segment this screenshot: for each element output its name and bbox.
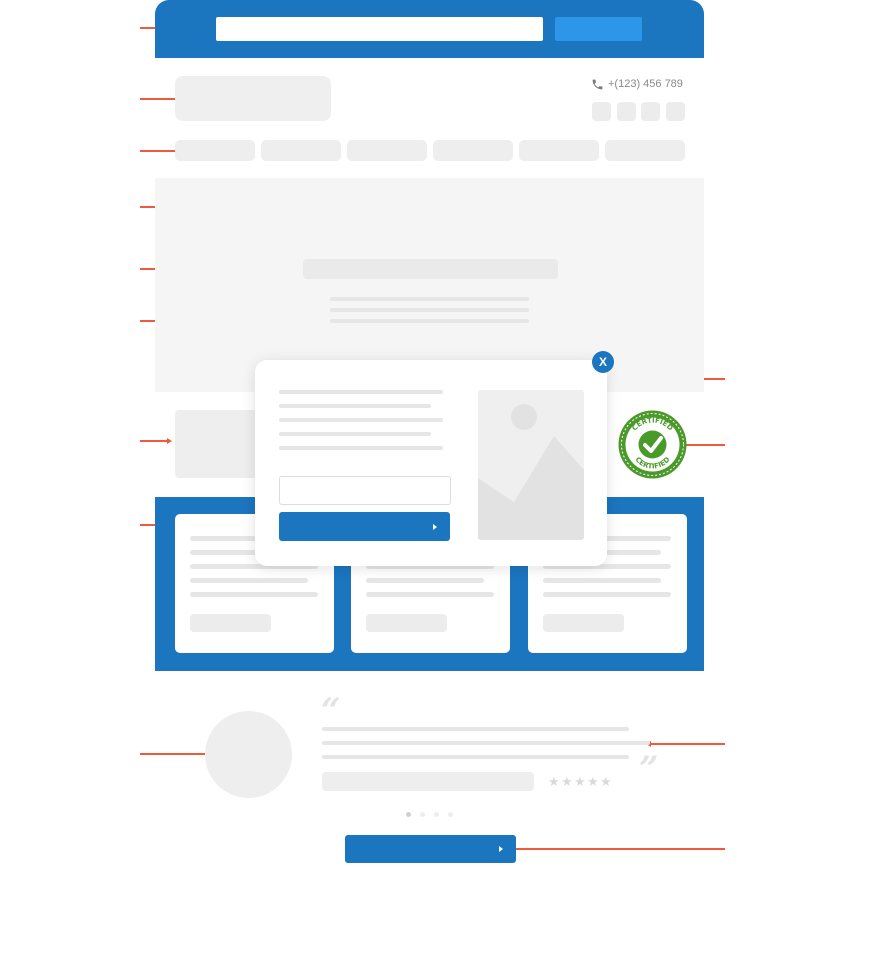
search-input[interactable] — [216, 17, 543, 41]
logo-placeholder[interactable] — [175, 76, 331, 121]
modal-text-line-1 — [279, 390, 443, 394]
card-line — [366, 592, 494, 597]
modal-submit-button[interactable] — [279, 512, 450, 541]
nav-item-2[interactable] — [261, 140, 341, 161]
rating-stars: ★ ★ ★ ★ ★ — [548, 772, 618, 790]
play-arrow-icon — [433, 524, 437, 530]
card-line — [366, 578, 484, 583]
modal-text-line-2 — [279, 404, 431, 408]
card-line — [190, 536, 318, 541]
service-card-3 — [528, 514, 687, 653]
close-icon: X — [598, 355, 607, 369]
card-line — [366, 564, 494, 569]
cta-button[interactable] — [345, 835, 516, 863]
card-line — [543, 592, 671, 597]
card-line — [190, 564, 318, 569]
social-icon-3[interactable] — [641, 102, 660, 121]
testimonial-line-1 — [322, 727, 629, 731]
modal-image-placeholder — [478, 390, 584, 540]
annotation-arrow-testimonial — [646, 741, 725, 747]
card-line — [543, 536, 671, 541]
card-button[interactable] — [366, 614, 447, 632]
nav-item-1[interactable] — [175, 140, 255, 161]
star-icon: ★ — [548, 774, 560, 789]
modal-email-input[interactable] — [279, 476, 451, 505]
nav-item-3[interactable] — [347, 140, 427, 161]
card-button[interactable] — [543, 614, 624, 632]
social-icon-4[interactable] — [666, 102, 685, 121]
testimonial-line-2 — [322, 741, 650, 745]
card-line — [190, 578, 308, 583]
carousel-dot-2[interactable] — [420, 812, 425, 817]
modal-text-line-3 — [279, 418, 443, 422]
search-button[interactable] — [555, 17, 642, 41]
carousel-dot-4[interactable] — [448, 812, 453, 817]
star-icon: ★ — [561, 774, 573, 789]
open-quote-icon: “ — [321, 691, 341, 731]
phone-icon — [592, 79, 603, 89]
modal-text-line-5 — [279, 446, 443, 450]
certified-seal-icon: CERTIFIED CERTIFIED — [618, 410, 687, 479]
card-line — [543, 578, 661, 583]
modal-text-line-4 — [279, 432, 431, 436]
phone-number: +(123) 456 789 — [608, 78, 683, 90]
phone-contact[interactable]: +(123) 456 789 — [591, 76, 691, 92]
social-icon-2[interactable] — [617, 102, 636, 121]
nav-item-4[interactable] — [433, 140, 513, 161]
testimonial-author-placeholder — [322, 772, 534, 791]
image-icon — [478, 404, 584, 540]
annotation-arrow-cta-button — [507, 846, 725, 852]
social-icon-1[interactable] — [592, 102, 611, 121]
star-icon: ★ — [587, 774, 599, 789]
checkmark-icon — [643, 436, 663, 453]
star-icon: ★ — [600, 774, 612, 789]
hero-title-placeholder — [303, 259, 558, 279]
card-line — [190, 550, 308, 555]
nav-item-6[interactable] — [605, 140, 685, 161]
modal-close-button[interactable]: X — [592, 351, 614, 373]
card-button[interactable] — [190, 614, 271, 632]
hero-text-line-3 — [330, 319, 529, 323]
testimonial-avatar — [205, 711, 292, 798]
nav-item-5[interactable] — [519, 140, 599, 161]
card-line — [543, 564, 671, 569]
popup-modal — [255, 360, 607, 566]
star-icon: ★ — [574, 774, 586, 789]
hero-text-line-2 — [330, 308, 529, 312]
carousel-dot-3[interactable] — [434, 812, 439, 817]
carousel-dot-1[interactable] — [406, 812, 411, 817]
testimonial-line-3 — [322, 755, 629, 759]
close-quote-icon: ” — [639, 749, 659, 789]
play-arrow-icon — [499, 846, 503, 852]
annotation-arrow-cta-block — [140, 438, 172, 444]
certified-badge: CERTIFIED CERTIFIED — [617, 409, 688, 480]
hero-text-line-1 — [330, 297, 529, 301]
card-line — [190, 592, 318, 597]
